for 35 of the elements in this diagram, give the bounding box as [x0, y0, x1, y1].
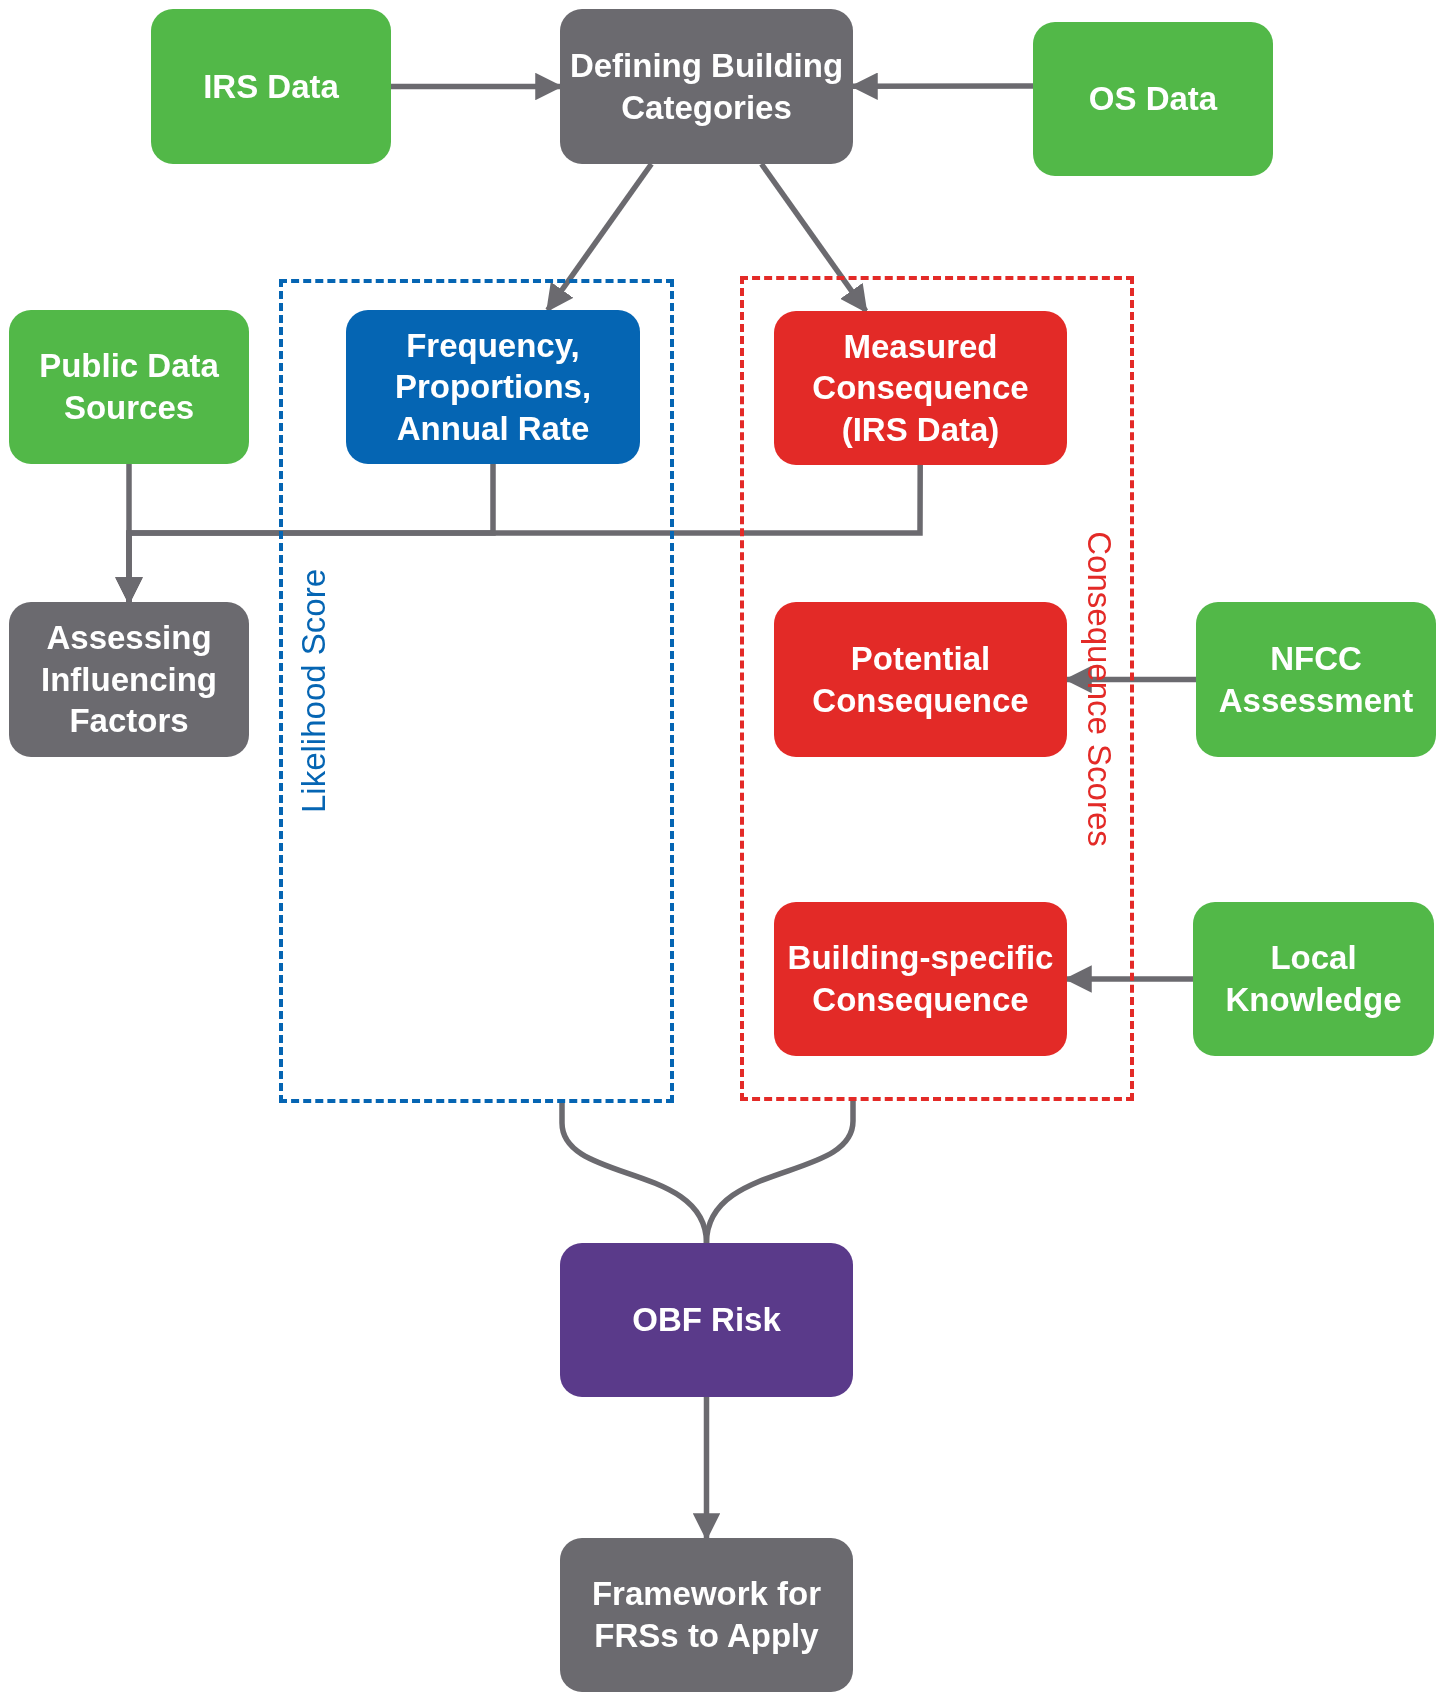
box-label: Frequency, Proportions, Annual Rate — [393, 325, 593, 449]
box-label: IRS Data — [203, 66, 339, 107]
process-box — [1196, 602, 1436, 757]
dashed-group-frame — [279, 279, 674, 1103]
arrow — [545, 162, 654, 313]
process-box — [9, 602, 249, 757]
process-box — [9, 310, 249, 464]
box-label: OS Data — [1088, 79, 1218, 120]
box-label: Public Data Sources — [38, 346, 220, 428]
process-box — [774, 902, 1067, 1056]
curly-brace-connector — [703, 1101, 856, 1244]
box-label: Potential Consequence — [811, 638, 1030, 721]
process-box — [1193, 902, 1434, 1056]
box-label: Local Knowledge — [1224, 938, 1403, 1020]
box-label: Defining Building Categories — [568, 45, 845, 128]
process-box — [774, 311, 1067, 465]
arrow — [115, 465, 923, 605]
process-box — [560, 1243, 853, 1397]
arrow — [692, 1397, 721, 1541]
box-label: Measured Consequence (IRS Data) — [811, 326, 1030, 450]
box-label: Framework for FRSs to Apply — [590, 1574, 823, 1656]
process-box — [560, 9, 853, 164]
process-box — [1033, 22, 1273, 176]
process-box — [560, 1538, 853, 1692]
process-box — [346, 310, 640, 464]
process-box — [151, 9, 391, 164]
arrow — [759, 162, 869, 314]
group-label: Consequence Scores — [1083, 530, 1116, 847]
box-label: NFCC Assessment — [1217, 638, 1415, 721]
dashed-group-frame — [740, 276, 1134, 1101]
group-label: Likelihood Score — [297, 569, 330, 813]
box-label: Building-specific Consequence — [786, 938, 1055, 1020]
box-label: OBF Risk — [632, 1300, 781, 1341]
box-label: Assessing Influencing Factors — [40, 618, 218, 742]
process-box — [774, 602, 1067, 757]
